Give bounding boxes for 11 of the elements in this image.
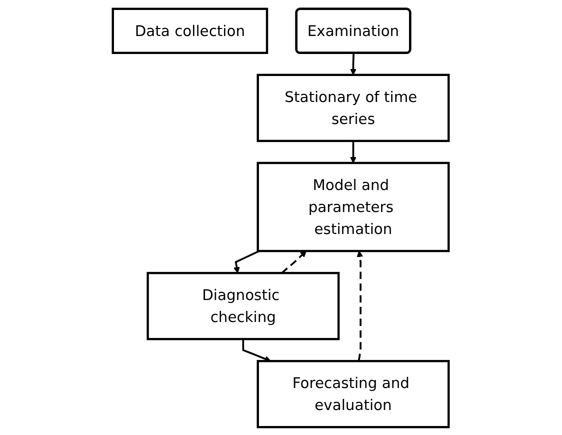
arrow <box>281 250 307 274</box>
node-box: Stationary of time series <box>257 73 450 142</box>
arrow <box>242 338 272 362</box>
arrow <box>356 250 364 361</box>
arrow <box>234 250 260 273</box>
node-box: Data collection <box>112 7 268 54</box>
node-box: Model and parameters estimation <box>257 161 450 252</box>
node-box: Diagnostic checking <box>146 271 340 340</box>
node-box: Forecasting and evaluation <box>257 359 450 428</box>
arrow <box>350 52 357 75</box>
arrow <box>350 140 357 163</box>
